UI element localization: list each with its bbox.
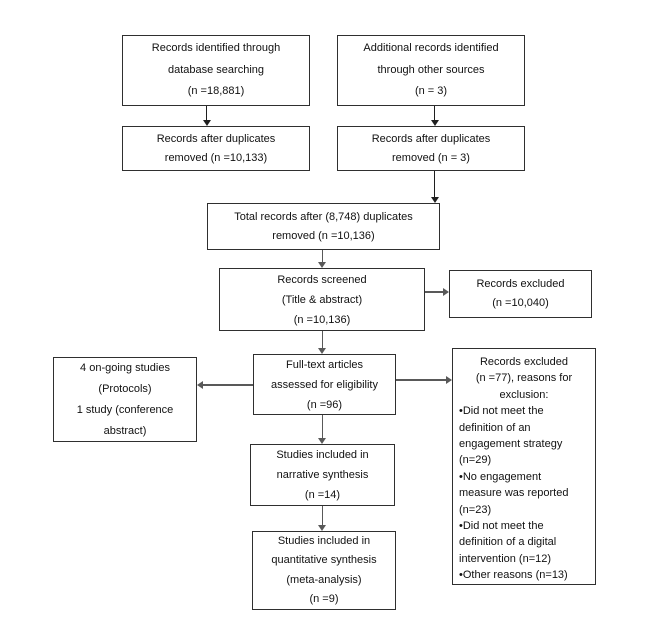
exclusion-reason-other: •Other reasons (n=13): [459, 569, 568, 582]
arrow-narrative-to-quantitative: [321, 506, 324, 525]
box-duplicates-removed-database: Records after duplicates removed (n =10,…: [122, 126, 310, 171]
box-records-screened: Records screened (Title & abstract) (n =…: [219, 268, 425, 331]
box-records-excluded-fulltext: Records excluded (n =77), reasons for ex…: [452, 348, 596, 585]
arrow-other-to-dedup: [434, 106, 436, 120]
arrow-fulltext-to-ongoing: [203, 384, 253, 386]
box-fulltext-assessed: Full-text articles assessed for eligibil…: [253, 354, 396, 415]
exclusion-reason-engagement-strategy: •Did not meet the definition of an engag…: [459, 405, 563, 467]
box-additional-records-other-sources: Additional records identified through ot…: [337, 35, 525, 106]
box-total-records: Total records after (8,748) duplicates r…: [207, 203, 440, 250]
arrow-fulltext-to-narrative: [321, 415, 324, 438]
exclusion-reason-no-engagement-measure: •No engagement measure was reported (n=2…: [459, 470, 569, 516]
box-duplicates-removed-other: Records after duplicates removed (n = 3): [337, 126, 525, 171]
box-records-excluded-screening: Records excluded (n =10,040): [449, 270, 592, 318]
box-records-identified-database: Records identified through database sear…: [122, 35, 310, 106]
arrow-database-to-dedup: [206, 106, 208, 120]
arrow-screened-to-excluded: [425, 291, 443, 293]
arrow-screened-to-fulltext: [321, 331, 324, 348]
arrow-fulltext-to-excluded: [396, 379, 446, 381]
box-ongoing-studies: 4 on-going studies (Protocols) 1 study (…: [53, 357, 197, 442]
box-quantitative-synthesis: Studies included in quantitative synthes…: [252, 531, 396, 610]
arrow-total-to-screened: [321, 250, 324, 262]
excluded-fulltext-heading: Records excluded (n =77), reasons for ex…: [475, 356, 573, 401]
arrow-dedup-to-total: [434, 171, 436, 197]
box-narrative-synthesis: Studies included in narrative synthesis …: [250, 444, 395, 506]
exclusion-reason-digital-intervention: •Did not meet the definition of a digita…: [459, 520, 557, 565]
